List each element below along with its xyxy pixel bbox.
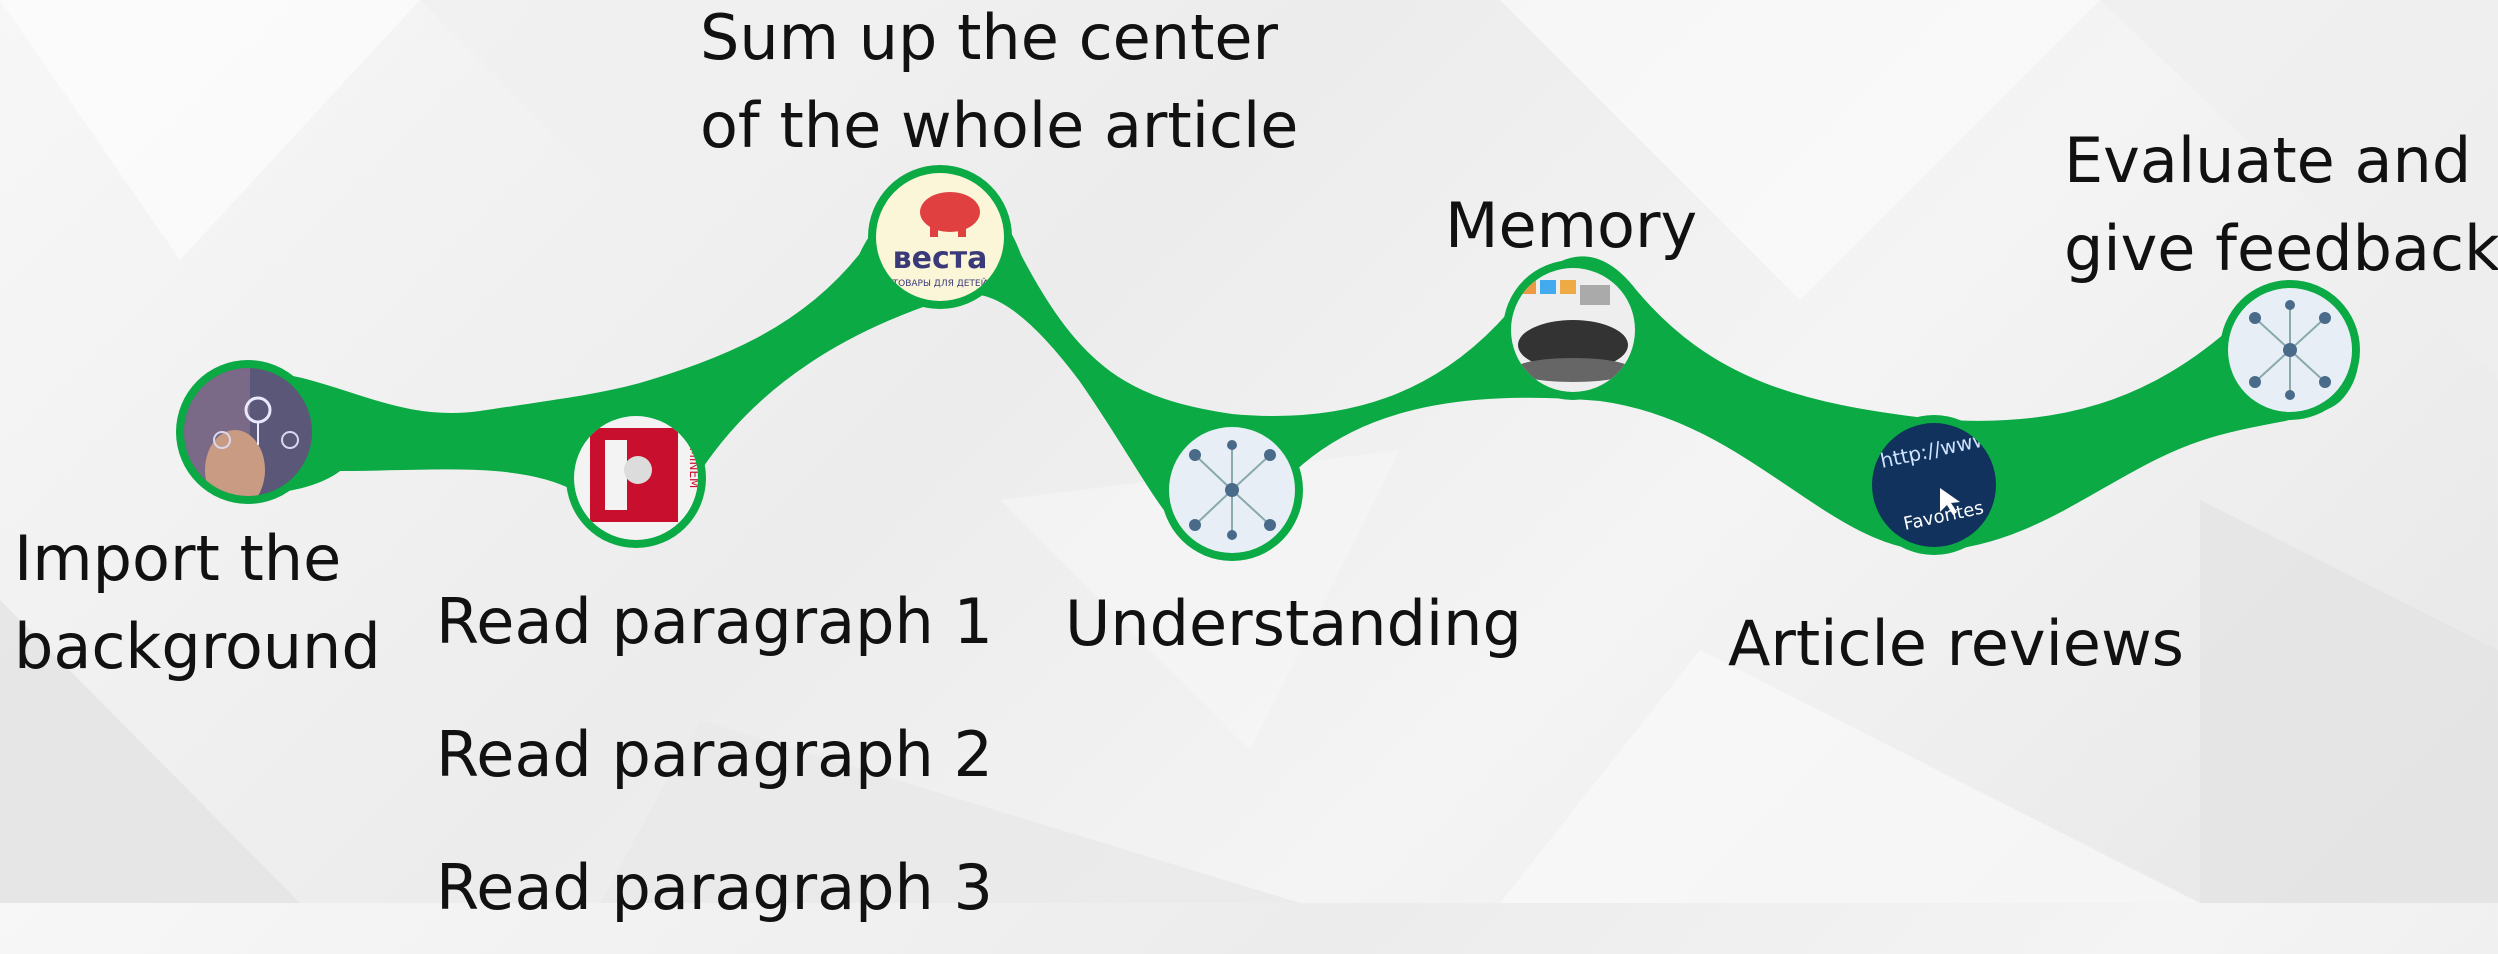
vesta-elephant-logo: веста ТОВАРЫ ДЛЯ ДЕТЕЙ <box>876 173 1004 301</box>
step-label-memory: Memory <box>1445 182 1697 270</box>
label-line: Article reviews <box>1728 607 2184 680</box>
step-label-summary: Sum up the center of the whole article <box>700 0 1298 170</box>
step-node-summary[interactable]: веста ТОВАРЫ ДЛЯ ДЕТЕЙ <box>868 165 1012 310</box>
network-people-icon <box>2228 288 2352 412</box>
step-node-paragraphs[interactable]: EMINEM <box>566 408 706 548</box>
process-diagram: EMINEM веста ТОВАРЫ ДЛЯ ДЕТЕЙ <box>176 165 2360 561</box>
label-line: Memory <box>1445 189 1698 262</box>
step-node-reviews[interactable]: http://www Favorites <box>1864 415 2005 555</box>
label-line: Import the <box>14 522 342 595</box>
step-label-background: Import the background <box>14 515 381 691</box>
step-label-understanding: Understanding <box>1065 580 1522 668</box>
label-line: Evaluate and <box>2064 124 2472 197</box>
classroom-icon <box>1511 268 1635 392</box>
label-line: Understanding <box>1065 587 1522 660</box>
label-line: Read paragraph 3 <box>436 851 993 924</box>
network-people-icon <box>1169 427 1295 553</box>
label-line: give feedback <box>2064 212 2498 285</box>
svg-text:веста: веста <box>893 241 988 276</box>
svg-text:ТОВАРЫ ДЛЯ ДЕТЕЙ: ТОВАРЫ ДЛЯ ДЕТЕЙ <box>892 277 988 289</box>
label-line: of the whole article <box>700 89 1299 162</box>
faceted-background <box>0 0 2498 903</box>
step-node-understanding[interactable] <box>1161 419 1303 561</box>
label-line: Read paragraph 1 <box>436 585 993 658</box>
step-label-paragraphs: Read paragraph 1 Read paragraph 2 Read p… <box>436 555 993 954</box>
step-node-background[interactable] <box>176 360 320 510</box>
label-line: Read paragraph 2 <box>436 718 993 791</box>
step-label-reviews: Article reviews <box>1728 600 2184 688</box>
browser-url-favorites-icon: http://www Favorites <box>1872 423 1996 547</box>
svg-text:EMINEM: EMINEM <box>687 440 701 488</box>
step-node-memory[interactable] <box>1503 260 1643 400</box>
step-label-evaluate: Evaluate and give feedback <box>2064 117 2498 293</box>
label-line: Sum up the center <box>700 1 1279 74</box>
label-line: background <box>14 610 381 683</box>
step-node-evaluate[interactable] <box>2220 280 2360 420</box>
eminem-album-icon: EMINEM <box>574 416 701 540</box>
